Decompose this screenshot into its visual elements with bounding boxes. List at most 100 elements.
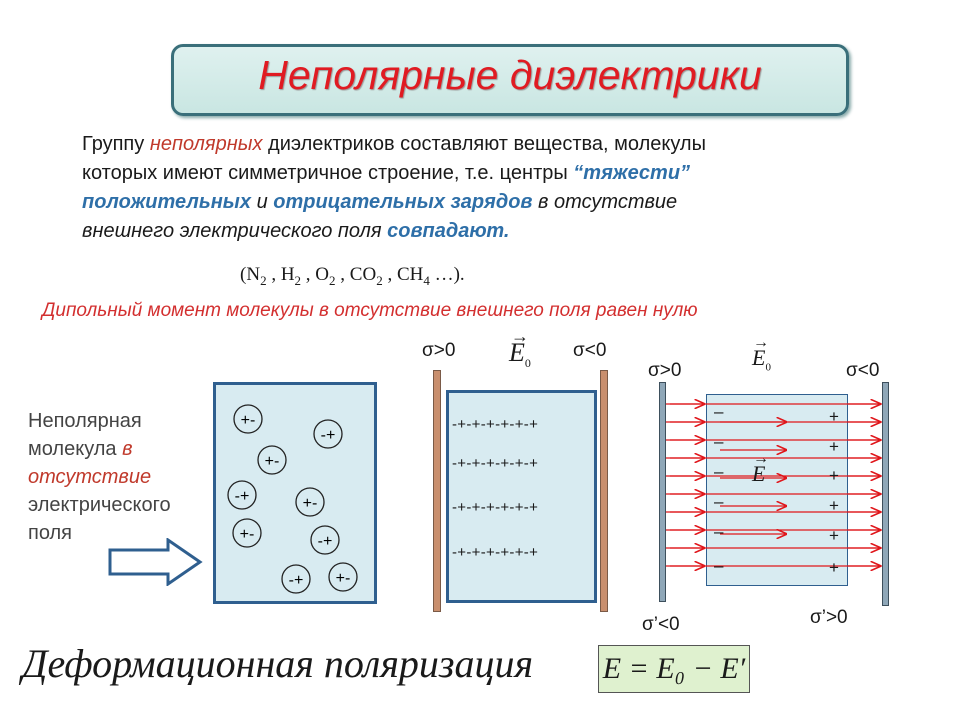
molecule-circle [310,525,340,555]
formula-list: (N2 , H2 , O2 , CO2 , CH4 …). [240,264,465,289]
sigma-negative-label-2: σ<0 [846,360,880,381]
vector-arrow-icon: → [511,326,529,346]
paragraph-line-2: которых имеют симметричное строение, т.е… [82,162,690,185]
nonpolar-molecule-label: Неполярная молекула в отсутствие электри… [28,407,171,547]
text: диэлектриков составляют вещества, молеку… [262,133,706,155]
bottom-title: Деформационная поляризация [22,641,534,686]
negative-surface-charge: – [714,462,724,481]
label-line: молекула в [28,435,171,463]
negative-surface-charge: – [714,522,724,541]
left-capacitor-plate [433,370,441,612]
equation-box: E = E₀ − E′ [598,645,750,693]
positive-surface-charge: + [829,496,839,515]
molecule-circle [233,404,263,434]
sigma-positive-label: σ>0 [422,340,456,361]
sigma-prime-negative-label: σ’<0 [642,614,680,635]
negative-surface-charge: – [714,556,724,575]
sub: 2 [376,272,383,288]
paragraph-line-3: положительных и отрицательных зарядов в … [82,191,677,214]
negative-surface-charge: – [714,432,724,451]
molecule-charge-label: +- [240,526,255,543]
molecules-box: +--++--++-+--+-++- [213,382,377,604]
label-line: электрического [28,494,171,516]
dipole-row: -+-+-+-+-+-+ [452,416,539,433]
sub: 0 [765,361,771,374]
molecule-charge-label: -+ [289,572,304,589]
text: внешнего электрического поля [82,220,388,242]
text: и [256,191,274,213]
right-plate-2 [882,382,889,606]
text: E [509,338,525,367]
text: , O [301,264,330,285]
label-line: поля [28,522,73,544]
negative-surface-charge: – [714,492,724,511]
label-line: Неполярная [28,410,142,432]
text: Группу [82,133,150,155]
positive-surface-charge: + [829,526,839,545]
negative-surface-charge: – [714,402,724,421]
keyword-nonpolar: неполярных [149,133,263,155]
label-line: отсутствие [28,466,152,488]
vector-arrow-icon: → [753,450,769,467]
molecule-charge-label: +- [303,495,318,512]
keyword-negative-charges: отрицательных зарядов [273,191,533,213]
molecule-circle [313,419,343,449]
text: E [752,345,766,370]
inner-field-lines [720,422,786,534]
paragraph-line-4: внешнего электрического поля совпадают. [82,220,509,243]
block-arrow-icon [108,538,203,586]
molecule-charge-label: +- [265,453,280,470]
molecule-charge-label: +- [241,412,256,429]
title-box [171,44,849,116]
molecule-charge-label: -+ [235,488,250,505]
keyword-coincide: совпадают. [387,220,510,242]
molecule-circle [257,445,287,475]
text: в [122,438,133,460]
text: в отсутствие [532,191,678,213]
text: , H [266,264,295,285]
molecule-charge-label: +- [336,570,351,587]
text: , CH [382,264,424,285]
sigma-positive-label-2: σ>0 [648,360,682,381]
sigma-negative-label: σ<0 [573,340,607,361]
positive-surface-charge: + [829,558,839,577]
field-lines [666,380,882,590]
sub: 2 [294,272,302,288]
text: (N [240,264,261,285]
positive-surface-charge: + [829,407,839,426]
molecule-circle [227,480,257,510]
inner-field-label: → E [752,450,769,487]
field-e0-label-2: → E0 [752,334,771,374]
molecule-circle [328,562,358,592]
dipole-row: -+-+-+-+-+-+ [452,544,539,561]
keyword-positive: положительных [82,191,257,213]
vector-arrow-icon: → [753,334,769,351]
positive-surface-charge: + [829,466,839,485]
sub: 4 [423,272,430,288]
outer-field-lines [666,404,882,566]
molecule-circle [232,518,262,548]
text: молекула [28,438,123,460]
text: , CO [335,264,377,285]
text: которых имеют симметричное строение, т.е… [82,162,574,184]
positive-surface-charge: + [829,437,839,456]
keyword-gravity: “тяжести” [573,162,691,184]
dielectric-slab [446,390,597,603]
dipole-statement: Дипольный момент молекулы в отсутствие в… [42,300,698,321]
sub: 0 [524,356,531,371]
left-plate-2 [659,382,666,602]
text: E [752,461,766,486]
sub: 2 [329,272,336,288]
paragraph-line-1: Группу неполярных диэлектриков составляю… [82,133,706,156]
field-e0-label: → E0 [509,326,531,371]
dipole-row: -+-+-+-+-+-+ [452,499,539,516]
molecule-circle [295,487,325,517]
text: …). [429,264,465,285]
right-capacitor-plate [600,370,608,612]
slide-title: Неполярные диэлектрики [258,52,762,98]
sub: 2 [260,272,267,288]
molecule-group: +--++--++-+--+-++- [227,404,358,594]
molecule-circle [281,564,311,594]
molecule-charge-label: -+ [318,533,333,550]
dipole-row: -+-+-+-+-+-+ [452,455,539,472]
